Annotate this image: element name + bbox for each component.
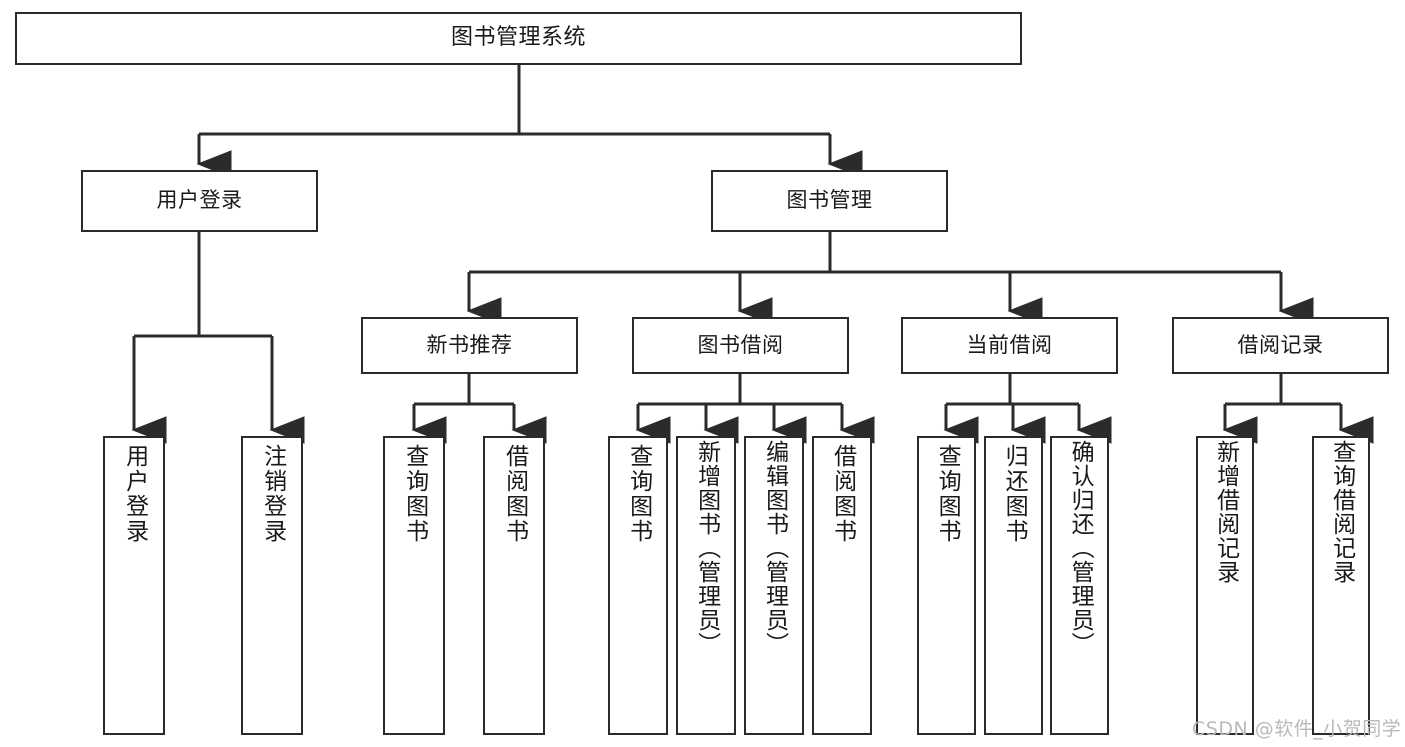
node-leaf-add-book[interactable]: 新增图书（管理员） xyxy=(676,436,736,735)
node-leaf-query-book-3-label: 查询图书 xyxy=(934,444,961,544)
node-leaf-user-logout-label: 注销登录 xyxy=(259,444,286,544)
node-leaf-borrow-book-1-label: 借阅图书 xyxy=(501,444,528,544)
node-leaf-add-record-label: 新增借阅记录 xyxy=(1212,440,1239,584)
node-borrow-record-label: 借阅记录 xyxy=(1237,332,1324,357)
node-leaf-edit-book-label: 编辑图书（管理员） xyxy=(761,440,788,656)
node-leaf-query-record-label: 查询借阅记录 xyxy=(1328,440,1355,584)
node-leaf-borrow-book-2-label: 借阅图书 xyxy=(829,444,856,544)
node-leaf-borrow-book-1[interactable]: 借阅图书 xyxy=(483,436,545,735)
node-book-borrow-label: 图书借阅 xyxy=(697,332,784,357)
node-new-book-recommend-label: 新书推荐 xyxy=(426,332,513,357)
node-leaf-query-book-3[interactable]: 查询图书 xyxy=(917,436,976,735)
node-leaf-user-login[interactable]: 用户登录 xyxy=(103,436,165,735)
node-leaf-user-logout[interactable]: 注销登录 xyxy=(241,436,303,735)
node-book-borrow[interactable]: 图书借阅 xyxy=(632,317,849,374)
node-leaf-return-book-label: 归还图书 xyxy=(1001,444,1028,544)
node-user-login-label: 用户登录 xyxy=(156,188,243,213)
node-root-label: 图书管理系统 xyxy=(450,25,586,51)
node-book-manage-label: 图书管理 xyxy=(786,188,873,213)
node-book-manage[interactable]: 图书管理 xyxy=(711,170,948,232)
node-leaf-query-book-2[interactable]: 查询图书 xyxy=(608,436,668,735)
node-leaf-query-book-1[interactable]: 查询图书 xyxy=(383,436,445,735)
node-leaf-user-login-label: 用户登录 xyxy=(121,444,148,544)
node-root[interactable]: 图书管理系统 xyxy=(15,12,1022,65)
node-leaf-confirm-return[interactable]: 确认归还（管理员） xyxy=(1050,436,1109,735)
node-current-borrow[interactable]: 当前借阅 xyxy=(901,317,1118,374)
node-leaf-borrow-book-2[interactable]: 借阅图书 xyxy=(812,436,872,735)
node-leaf-query-record[interactable]: 查询借阅记录 xyxy=(1312,436,1370,735)
node-user-login[interactable]: 用户登录 xyxy=(81,170,318,232)
node-leaf-add-record[interactable]: 新增借阅记录 xyxy=(1196,436,1254,735)
node-leaf-query-book-2-label: 查询图书 xyxy=(625,444,652,544)
node-leaf-query-book-1-label: 查询图书 xyxy=(401,444,428,544)
node-leaf-confirm-return-label: 确认归还（管理员） xyxy=(1067,440,1094,656)
node-borrow-record[interactable]: 借阅记录 xyxy=(1172,317,1389,374)
node-leaf-return-book[interactable]: 归还图书 xyxy=(984,436,1043,735)
watermark-text: CSDN @软件_小贺同学 xyxy=(1192,718,1402,740)
node-leaf-add-book-label: 新增图书（管理员） xyxy=(693,440,720,656)
node-current-borrow-label: 当前借阅 xyxy=(966,332,1053,357)
node-leaf-edit-book[interactable]: 编辑图书（管理员） xyxy=(744,436,804,735)
node-new-book-recommend[interactable]: 新书推荐 xyxy=(361,317,578,374)
